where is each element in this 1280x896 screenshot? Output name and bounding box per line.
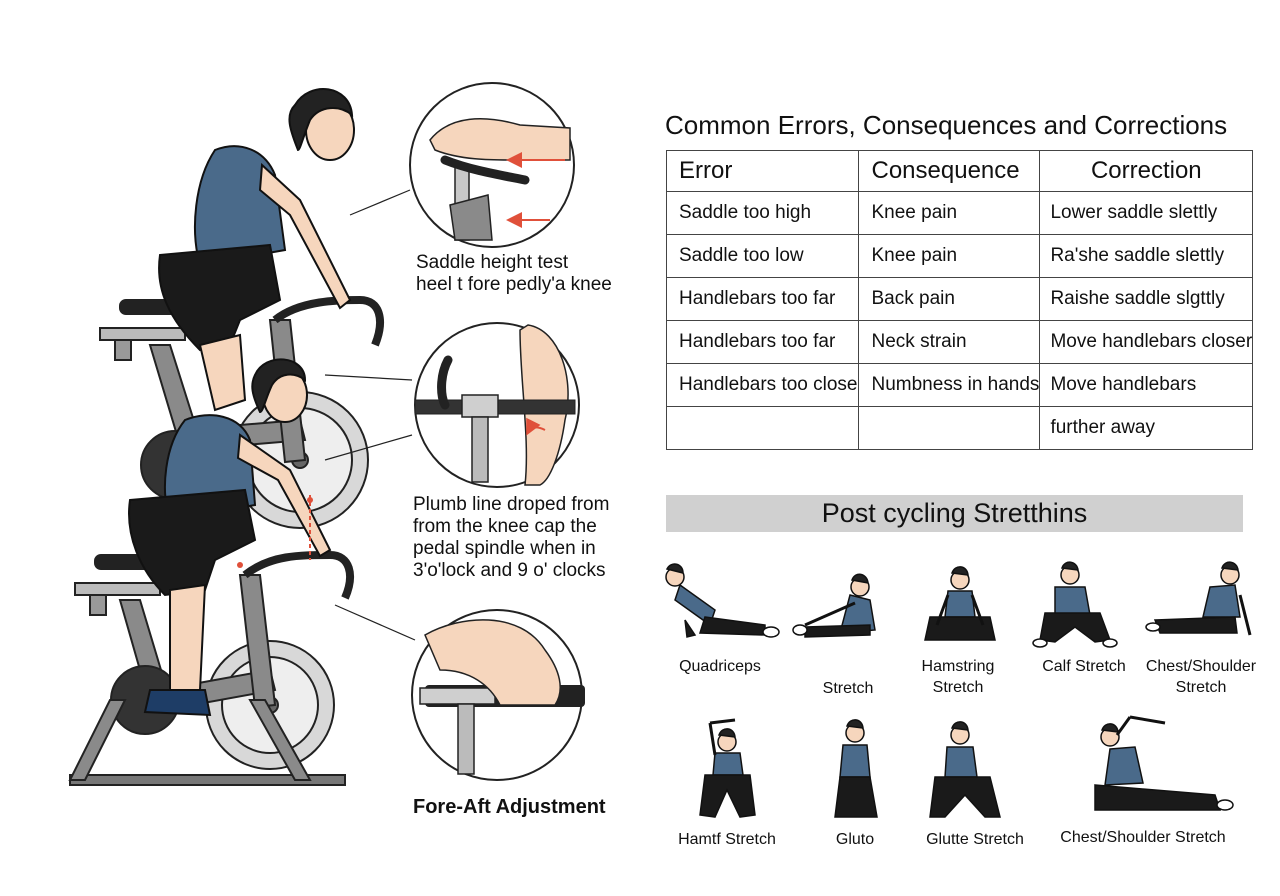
table-row: Saddle too high Knee pain Lower saddle s… <box>666 191 1254 235</box>
plumb-line-detail <box>414 322 580 488</box>
stretch-label-stretch: Stretch <box>822 680 874 697</box>
cell-correction: Move handlebars <box>1039 363 1254 407</box>
plumb-line-2: from the knee cap the <box>413 516 597 537</box>
lower-bike <box>68 550 354 786</box>
plumb-line-caption: Plumb line droped from from the knee cap… <box>413 494 609 582</box>
table-row: Saddle too low Knee pain Ra'she saddle s… <box>666 234 1254 278</box>
lower-rider <box>128 358 332 717</box>
cell-error: Handlebars too far <box>666 277 859 321</box>
stretch-figure-hamstring <box>924 566 996 641</box>
cell-correction: Ra'she saddle slettly <box>1039 234 1254 278</box>
cell-correction: further away <box>1039 406 1254 450</box>
plumb-line-1: Plumb line droped from <box>413 494 610 515</box>
cell-consequence: Knee pain <box>857 191 1041 235</box>
cell-correction: Move handlebars closer <box>1039 320 1254 364</box>
fore-aft-detail <box>411 609 585 781</box>
stretch-figure-quadriceps <box>665 563 780 638</box>
cell-correction: Lower saddle slettly <box>1039 191 1254 235</box>
cell-consequence: Back pain <box>857 277 1041 321</box>
stretch-label-glutte: Glutte Stretch <box>926 831 1024 848</box>
errors-table: Error Consequence Correction Saddle too … <box>666 150 1254 450</box>
table-row: Handlebars too far Back pain Raishe sadd… <box>666 277 1254 321</box>
stretch-figure-chest-shoulder-2 <box>1094 715 1234 811</box>
saddle-test-detail <box>409 82 575 248</box>
stretch-label-hamstring: Hamstring Stretch <box>921 658 995 696</box>
stretch-label-calf: Calf Stretch <box>1042 658 1126 675</box>
stretch-figures <box>665 561 1252 818</box>
cell-consequence: Neck strain <box>857 320 1041 364</box>
saddle-test-line-1: Saddle height test <box>416 252 569 273</box>
plumb-line-3: pedal spindle when in <box>413 538 596 559</box>
upper-rider <box>158 88 355 412</box>
table-header-row: Error Consequence Correction <box>666 150 1254 192</box>
stretch-label-hamtf: Hamtf Stretch <box>678 831 776 848</box>
stretch-figure-hamtf <box>699 718 756 818</box>
stretches-banner: Post cycling Stretthins <box>666 495 1243 532</box>
table-row: Handlebars too far Neck strain Move hand… <box>666 320 1254 364</box>
stretch-label-quadriceps: Quadriceps <box>679 658 761 675</box>
saddle-test-caption: Saddle height test heel t fore pedly'a k… <box>416 252 612 296</box>
cell-error: Saddle too high <box>666 191 859 235</box>
cell-consequence: Knee pain <box>857 234 1041 278</box>
stretch-label-chest-shoulder: Chest/Shoulder Stretch <box>1145 658 1257 696</box>
cell-error <box>666 406 859 450</box>
cell-error: Handlebars too far <box>666 320 859 364</box>
cell-correction: Raishe saddle slgttly <box>1039 277 1254 321</box>
stretch-figure-stretch <box>792 573 876 638</box>
table-row: further away <box>666 406 1254 450</box>
cell-consequence: Numbness in hands <box>857 363 1041 407</box>
table-title: Common Errors, Consequences and Correcti… <box>665 110 1228 140</box>
stretch-figure-calf <box>1032 561 1118 648</box>
stretch-figure-chest-shoulder <box>1145 561 1252 636</box>
saddle-test-line-2: heel t fore pedly'a knee <box>416 274 612 295</box>
table-row: Handlebars too close Numbness in hands M… <box>666 363 1254 407</box>
header-correction: Correction <box>1039 150 1254 192</box>
header-error: Error <box>666 150 859 192</box>
stretch-label-gluto: Gluto <box>835 831 875 848</box>
bike-fit-illustration <box>68 82 585 786</box>
stretch-label-chest-shoulder-2: Chest/Shoulder Stretch <box>1060 829 1226 846</box>
stretch-figure-gluto <box>834 719 878 818</box>
stretch-figure-glutte <box>929 721 1001 818</box>
fore-aft-caption: Fore-Aft Adjustment <box>413 796 606 818</box>
cell-error: Handlebars too close <box>666 363 859 407</box>
header-consequence: Consequence <box>857 150 1041 192</box>
cell-error: Saddle too low <box>666 234 859 278</box>
cell-consequence <box>857 406 1041 450</box>
plumb-line-4: 3'o'lock and 9 o' clocks <box>413 560 606 581</box>
